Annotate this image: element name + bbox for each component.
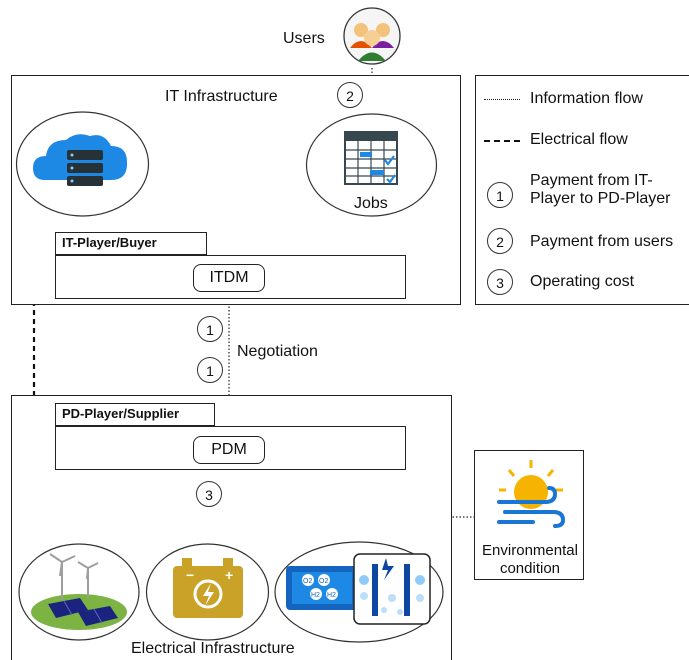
legend-payment-1-line-1: Payment from IT- [530, 172, 653, 189]
svg-text:H2: H2 [327, 592, 336, 599]
it-infrastructure-title: IT Infrastructure [165, 88, 278, 105]
payment-marker-1-bottom: 1 [197, 357, 223, 383]
battery-icon: − + [173, 558, 243, 618]
legend-info-flow-line [484, 99, 520, 100]
users-icon [342, 6, 402, 66]
pdm-button[interactable]: PDM [193, 436, 265, 464]
itdm-button[interactable]: ITDM [193, 264, 265, 292]
legend-info-flow-label: Information flow [530, 90, 643, 107]
legend-operating-cost: Operating cost [530, 273, 635, 290]
svg-text:−: − [186, 567, 194, 583]
legend-payment-1-line-2: Player to PD-Player [530, 190, 671, 207]
environmental-line-2: condition [499, 560, 561, 577]
electrolyzer-icon [353, 553, 431, 625]
pd-player-tag: PD-Player/Supplier [55, 403, 215, 426]
cloud-server-node [15, 110, 150, 218]
legend-payment-users: Payment from users [530, 233, 674, 250]
legend-marker-3: 3 [487, 269, 513, 295]
environmental-line-1: Environmental [482, 542, 578, 559]
svg-text:O2: O2 [303, 578, 312, 585]
fuel-cell-icon: O2 O2 H2 H2 [286, 566, 358, 610]
legend-marker-2: 2 [487, 228, 513, 254]
battery-storage-node: − + [145, 542, 270, 642]
operating-cost-marker-3: 3 [196, 481, 222, 507]
legend-marker-1: 1 [487, 182, 513, 208]
negotiation-label: Negotiation [237, 343, 318, 360]
payment-marker-2: 2 [337, 82, 363, 108]
jobs-node [305, 112, 438, 218]
electrical-infrastructure-label: Electrical Infrastructure [131, 640, 295, 657]
payment-marker-1-top: 1 [197, 316, 223, 342]
jobs-label: Jobs [354, 195, 388, 212]
legend-electrical-flow-label: Electrical flow [530, 131, 628, 148]
legend-payment-it-to-pd: Payment from IT- Player to PD-Player [530, 172, 671, 208]
renewable-generation-node [18, 542, 140, 642]
solar-wind-farm-icon [31, 553, 127, 630]
legend-electrical-flow-line [484, 140, 520, 142]
svg-text:O2: O2 [319, 578, 328, 585]
hydrogen-storage-node: O2 O2 H2 H2 [274, 540, 444, 644]
environmental-condition-label: Environmental condition [478, 542, 582, 578]
it-player-tag: IT-Player/Buyer [55, 232, 207, 255]
jobs-schedule-icon [344, 131, 398, 185]
svg-text:+: + [225, 567, 233, 583]
environmental-condition-box [474, 450, 584, 580]
weather-icon [493, 456, 569, 532]
cloud-server-icon [33, 134, 128, 186]
svg-text:H2: H2 [311, 592, 320, 599]
users-label: Users [283, 30, 325, 47]
